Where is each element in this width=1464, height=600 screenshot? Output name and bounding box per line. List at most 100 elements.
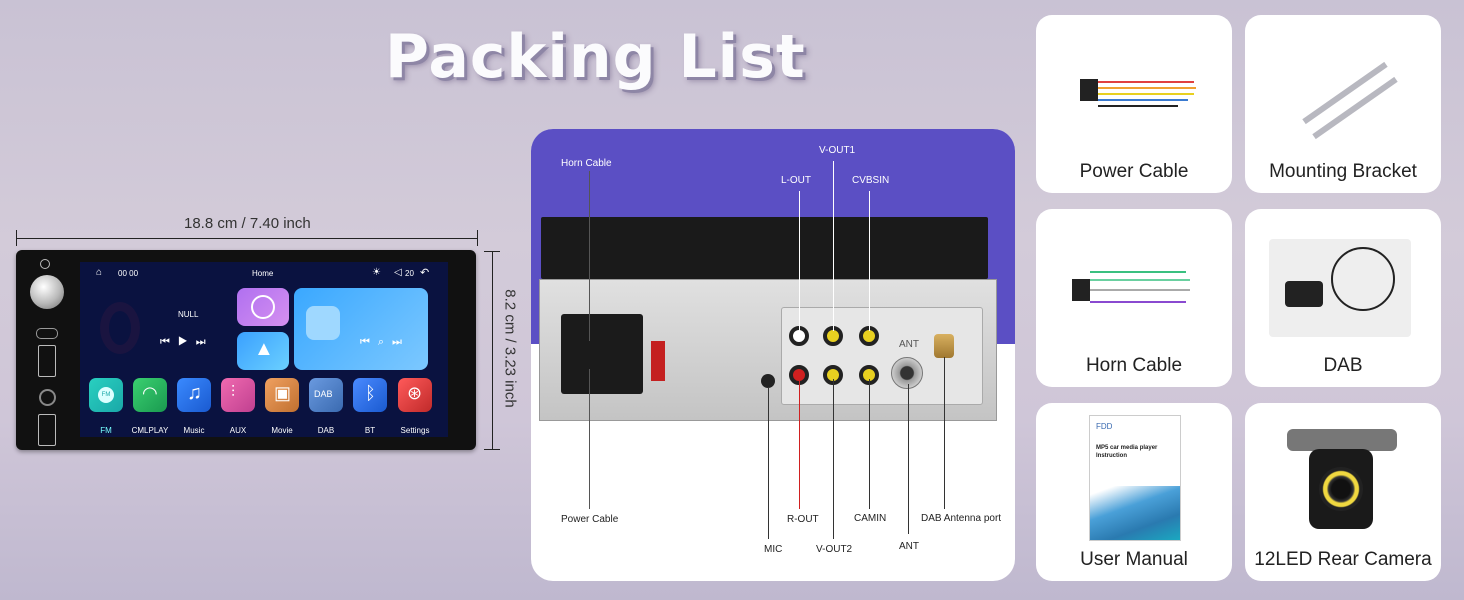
wire-purple [1090,301,1186,303]
app-label-fm: FM [100,426,112,435]
item-name-user-manual: User Manual [1080,549,1188,570]
usb-c-port [36,328,58,339]
app-cmlplay[interactable]: ◠ [133,378,167,412]
app-bt[interactable]: ᛒ [353,378,387,412]
app-movie[interactable]: ▣ [265,378,299,412]
manual-brand: FDD [1096,422,1113,431]
leader-ant [908,384,909,534]
status-time: 00 00 [118,269,139,278]
wire-gray [1090,289,1190,291]
iso-connector [561,314,643,394]
radio-controls[interactable]: ⏮⌕⏭ [360,336,410,348]
width-dimension-tick-left [16,230,17,246]
page-title: Packing List [385,22,806,92]
brightness-icon[interactable]: ☀ [372,267,381,278]
radio-card[interactable]: ⏮⌕⏭ [294,288,428,370]
wire-yellow [1098,93,1194,95]
item-name-horn-cable: Horn Cable [1085,355,1183,376]
wire-green-2 [1090,279,1190,281]
width-dimension-line [16,238,478,239]
navigation-card[interactable]: ▲ [237,332,289,370]
label-power-cable: Power Cable [561,514,619,525]
dab-antenna-cable [1331,247,1395,311]
wifi-icon: ◠ [142,383,158,403]
wire-green [1090,271,1186,273]
item-name-dab: DAB [1323,355,1363,376]
app-label-aux: AUX [229,426,247,435]
item-card-horn-cable: Horn Cable [1036,209,1232,387]
play-circle-icon [251,295,275,319]
app-music[interactable]: ♫ [177,378,211,412]
item-card-rear-camera: 12LED Rear Camera [1245,403,1441,581]
label-mic: MIC [764,544,783,555]
leader-power-cable [589,369,590,509]
item-card-power-cable: Power Cable [1036,15,1232,193]
width-dimension-label: 18.8 cm / 7.40 inch [184,215,311,232]
app-settings[interactable]: ⊛ [398,378,432,412]
mic-jack [761,374,775,388]
horn-cable-image [1072,279,1090,301]
volume-knob [30,275,64,309]
app-aux[interactable]: ⫶ [221,378,255,412]
app-label-settings: Settings [400,426,430,435]
now-playing-label: NULL [178,310,199,319]
usb-port-2 [38,414,56,446]
label-v-out1: V-OUT1 [819,145,856,156]
dab-icon: DAB [314,389,333,399]
item-name-rear-camera: 12LED Rear Camera [1254,549,1432,570]
back-icon[interactable]: ↶ [420,267,430,279]
aux-icon: ⫶ [231,384,236,401]
rear-panel-diagram: ANT Horn Cable V-OUT1 L-OUT CVBSIN Power… [531,129,1015,581]
wire-orange [1098,87,1196,89]
media-controls[interactable]: ⏮▶⏭ [160,336,214,348]
carplay-card[interactable] [237,288,289,326]
height-dimension-label: 8.2 cm / 3.23 inch [501,289,519,408]
wire-black [1098,105,1178,107]
label-cvbsin: CVBSIN [852,175,890,186]
volume-icon[interactable]: ◁ [394,267,402,278]
camera-lens [1319,467,1363,511]
ant-marking: ANT [899,339,919,350]
status-volume: 20 [405,269,414,278]
movie-icon: ▣ [274,383,292,403]
item-name-mounting-bracket: Mounting Bracket [1269,161,1417,182]
bluetooth-icon: ᛒ [365,383,376,403]
label-r-out: R-OUT [787,514,819,525]
item-card-mounting-bracket: Mounting Bracket [1245,15,1441,193]
head-unit-screen: ⌂ 00 00 Home ☀ ◁ 20 ↶ NULL ⏮▶⏭ ▲ ⏮⌕⏭ FM … [80,262,448,437]
status-home-label: Home [252,269,274,278]
disc-icon [100,302,140,354]
leader-mic [768,387,769,539]
width-dimension-tick-right [477,230,478,246]
aux-jack [39,389,56,406]
app-label-bt: BT [364,426,376,435]
item-card-user-manual: FDD MP5 car media player Instruction Use… [1036,403,1232,581]
leader-cvbsin [869,191,870,331]
music-icon: ♫ [187,382,202,404]
manual-graphic [1090,486,1180,540]
leader-v-out2 [833,379,834,539]
label-v-out2: V-OUT2 [816,544,853,555]
power-cable-image [1080,79,1098,101]
wire-red [1098,81,1194,83]
camera-bracket [1287,429,1397,451]
status-bar: ⌂ 00 00 Home ☀ ◁ 20 ↶ [80,262,448,284]
app-label-cmlplay: CMLPLAY [131,426,169,435]
dab-antenna-box [1285,281,1323,307]
leader-l-out [799,191,800,331]
media-card[interactable]: NULL ⏮▶⏭ [92,288,232,370]
label-ant: ANT [899,541,919,552]
height-dimension-line [492,251,493,449]
steering-wheel-icon: ⊛ [407,383,423,403]
fuse [651,341,665,381]
leader-camin [869,379,870,509]
app-fm[interactable]: FM [89,378,123,412]
label-l-out: L-OUT [781,175,811,186]
fm-badge: FM [98,387,114,403]
home-icon[interactable]: ⌂ [96,267,103,278]
leader-r-out [799,379,800,509]
app-label-dab: DAB [317,426,335,435]
app-dab[interactable]: DAB [309,378,343,412]
height-dimension-tick-bottom [484,449,500,450]
item-name-power-cable: Power Cable [1079,161,1189,182]
